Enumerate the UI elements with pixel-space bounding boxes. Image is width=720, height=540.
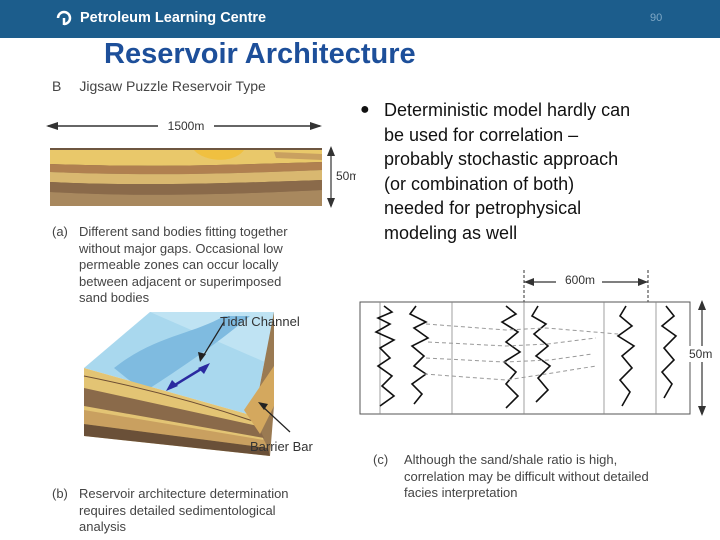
bullet-line: be used for correlation –: [384, 123, 704, 148]
bullet-marker: ●: [360, 98, 370, 123]
header-bar: Petroleum Learning Centre 90: [0, 0, 720, 38]
bullet-line: (or combination of both): [384, 172, 704, 197]
caption-b-line: Reservoir architecture determination: [79, 486, 359, 503]
brand-name: Petroleum Learning Centre: [80, 10, 266, 26]
caption-a-line: sand bodies: [79, 290, 359, 307]
figure-title: Jigsaw Puzzle Reservoir Type: [79, 78, 265, 94]
caption-c-letter: (c): [373, 452, 388, 469]
caption-a-line: Different sand bodies fitting together: [79, 224, 359, 241]
slide-title: Reservoir Architecture: [104, 38, 416, 71]
bullet-line: probably stochastic approach: [384, 147, 704, 172]
cross-section-diagram: 1500m 50m: [44, 112, 356, 210]
figure-letter: B: [52, 78, 61, 94]
caption-b-line: requires detailed sedimentological: [79, 503, 359, 520]
caption-a-letter: (a): [52, 224, 68, 241]
brand-logo-icon: [55, 9, 73, 27]
figure-label: B Jigsaw Puzzle Reservoir Type: [52, 78, 284, 94]
barrier-bar-label: Barrier Bar: [250, 439, 314, 454]
bullet-line: modeling as well: [384, 221, 704, 246]
block-diagram: Tidal Channel Barrier Bar: [74, 306, 346, 476]
bullet-text: Deterministic model hardly can be used f…: [384, 98, 704, 245]
dim-height-label: 50m: [336, 169, 356, 183]
caption-c-line: facies interpretation: [404, 485, 714, 502]
bullet-line: needed for petrophysical: [384, 196, 704, 221]
caption-a-line: without major gaps. Occasional low: [79, 241, 359, 258]
log-width-label: 600m: [565, 273, 595, 287]
caption-a-line: permeable zones can occur locally: [79, 257, 359, 274]
well-log-diagram: 600m 50m: [356, 262, 720, 432]
page-number: 90: [650, 12, 662, 24]
tidal-channel-label: Tidal Channel: [220, 314, 300, 329]
log-height-label: 50m: [689, 347, 712, 361]
dim-width-label: 1500m: [168, 119, 205, 133]
caption-b-letter: (b): [52, 486, 68, 503]
caption-c-line: correlation may be difficult without det…: [404, 469, 714, 486]
bullet-line: Deterministic model hardly can: [384, 98, 704, 123]
caption-a-line: between adjacent or superimposed: [79, 274, 359, 291]
caption-b-line: analysis: [79, 519, 359, 536]
caption-c-line: Although the sand/shale ratio is high,: [404, 452, 714, 469]
